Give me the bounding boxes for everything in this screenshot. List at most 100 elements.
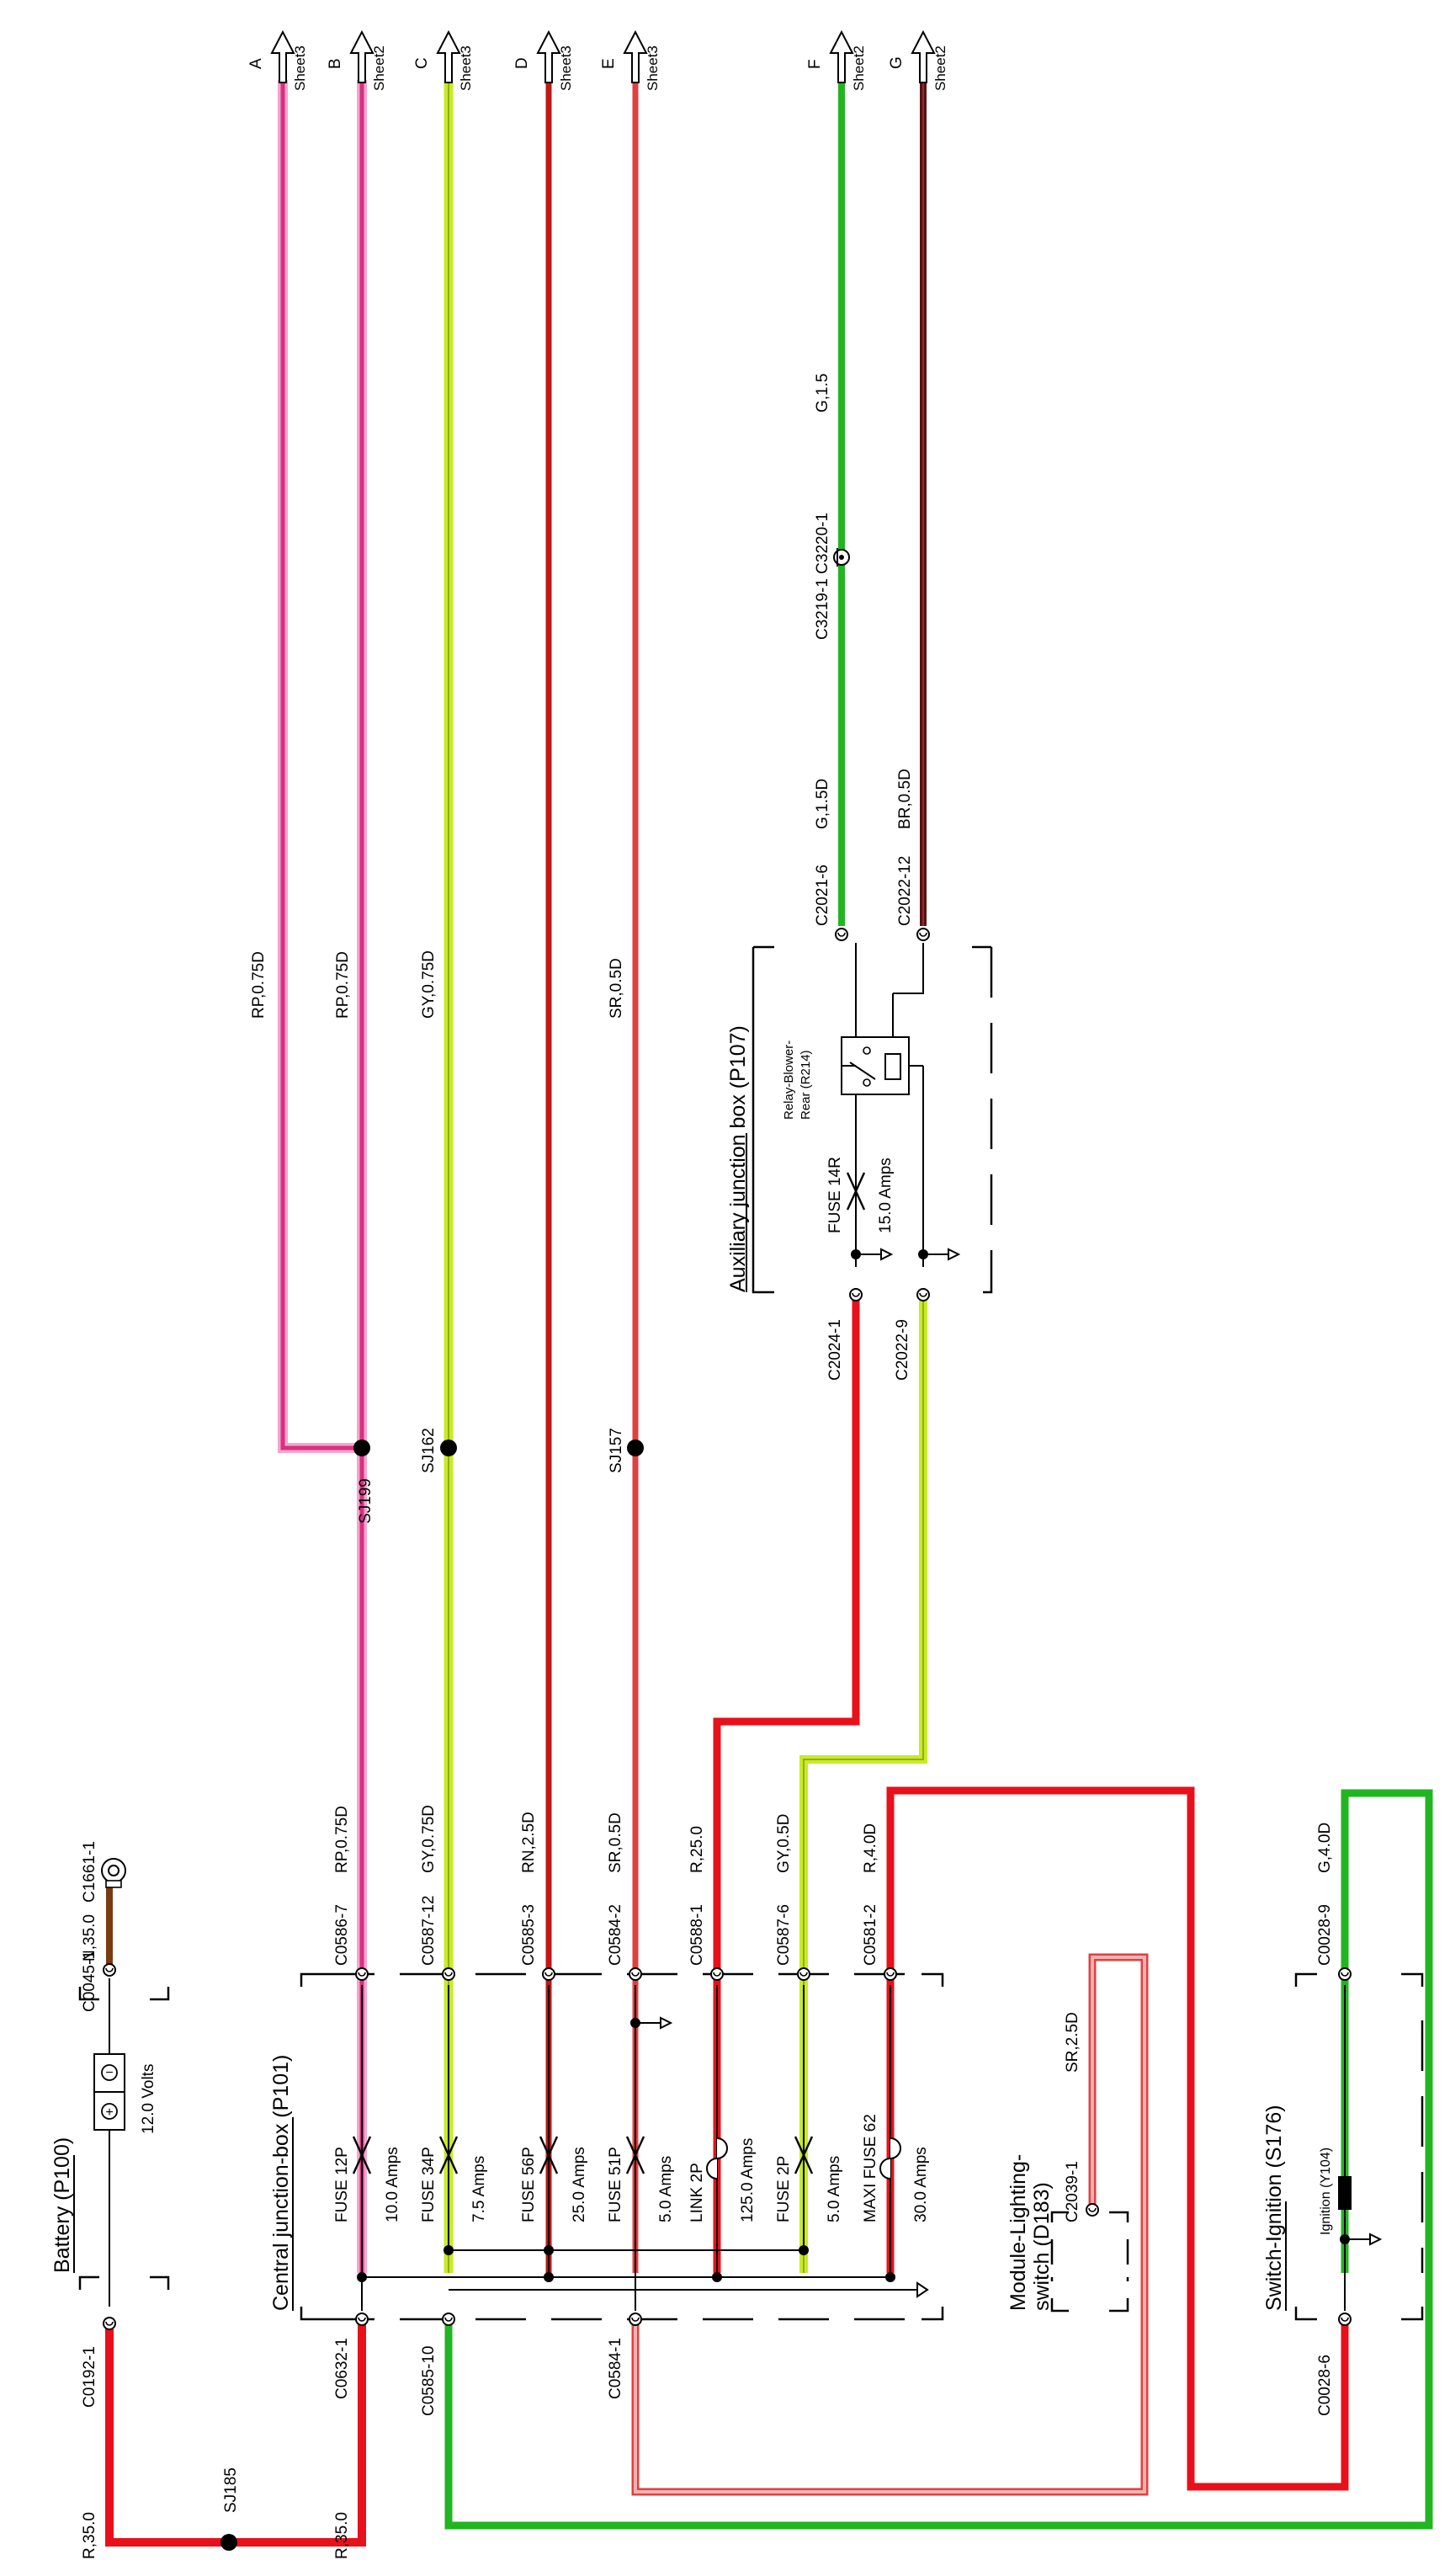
inline-connector xyxy=(833,548,850,567)
top-wire-labels: RP,0.75D RP,0.75D GY,0.75D SR,0.5D G,1.5… xyxy=(250,374,914,1019)
switch-c0028-9: C0028-9 xyxy=(1316,1904,1334,1966)
module-wire: SR,2.5D xyxy=(1064,2012,1081,2073)
offsheet-f-sheet: Sheet2 xyxy=(851,45,867,91)
battery-title: Battery (P100) xyxy=(50,2137,74,2273)
wire-label-g15d: G,1.5D xyxy=(814,779,831,829)
cjb-conn-c0586-7: C0586-7 xyxy=(333,1904,351,1966)
cjb-c0632: C0632-1 xyxy=(333,2338,351,2399)
module-title-2: switch (D183) xyxy=(1030,2182,1054,2311)
splice-sj185 xyxy=(220,2534,237,2551)
battery-volts: 12.0 Volts xyxy=(140,2064,157,2134)
switch-ign: Ignition (Y104) xyxy=(1319,2148,1333,2235)
cjb-maxi-fuse-62-amps: 30.0 Amps xyxy=(912,2147,930,2222)
offsheet-e-sheet: Sheet3 xyxy=(645,45,661,91)
cjb-conn-c0585-3: C0585-3 xyxy=(520,1904,538,1966)
offsheet-g-letter: G xyxy=(888,56,906,69)
aux-relay-line2: Rear (R214) xyxy=(799,1050,813,1120)
battery: Battery (P100) + − 12.0 Volts C0192-1 C0… xyxy=(50,1841,170,2559)
cjb-fuse-34p-amps: 7.5 Amps xyxy=(470,2156,488,2222)
splice-label-sj185: SJ185 xyxy=(222,2467,240,2513)
ignition-switch: Switch-Ignition (S176) Ignition (Y104) C… xyxy=(1262,1823,1424,2416)
offsheet-g-sheet: Sheet2 xyxy=(932,45,948,91)
cjb-fuse-56p-amps: 25.0 Amps xyxy=(571,2147,588,2222)
cjb-fuse-12p-amps: 10.0 Amps xyxy=(384,2147,401,2222)
splice-label-sj157: SJ157 xyxy=(608,1428,625,1473)
cjb-wire-gy: GY,0.75D xyxy=(420,1805,438,1873)
cjb-c0584-1: C0584-1 xyxy=(607,2338,624,2399)
aux-c2024-1: C2024-1 xyxy=(826,1319,844,1381)
cjb-link-2p: LINK 2P xyxy=(688,2163,706,2222)
splice-sj157 xyxy=(627,1440,644,1456)
wire-label-gy: GY,0.75D xyxy=(420,950,438,1019)
cjb-maxi-fuse-62: MAXI FUSE 62 xyxy=(862,2114,879,2222)
cjb-c0585-10: C0585-10 xyxy=(420,2346,438,2416)
offsheet-refs: A Sheet3 B Sheet2 C Sheet3 D Sheet3 E Sh… xyxy=(247,31,948,91)
cjb-fuse-51p: FUSE 51P xyxy=(607,2147,624,2222)
switch-wire: G,4.0D xyxy=(1316,1823,1334,1873)
offsheet-d-sheet: Sheet3 xyxy=(558,45,574,91)
cjb-wire-r35: R,35.0 xyxy=(333,2512,351,2559)
module-title-1: Module-Lighting- xyxy=(1007,2154,1030,2311)
aux-c2022-12: C2022-12 xyxy=(896,856,914,926)
aux-fuse-amps: 15.0 Amps xyxy=(877,1158,895,1233)
cjb-wire-sr: SR,0.5D xyxy=(607,1812,624,1873)
offsheet-c-sheet: Sheet3 xyxy=(458,45,474,91)
cjb-conn-c0588-1: C0588-1 xyxy=(688,1904,706,1966)
splice-sj162 xyxy=(440,1440,457,1456)
central-junction-box: Central junction-box (P101) xyxy=(269,1805,944,2559)
splice-label-sj162: SJ162 xyxy=(420,1428,438,1473)
wire-r4 xyxy=(886,1786,1349,2491)
wire-label-rp-a: RP,0.75D xyxy=(250,951,268,1019)
cjb-conn-c0584-2: C0584-2 xyxy=(607,1904,624,1966)
wire-r25 xyxy=(713,1292,860,2273)
wire-label-br: BR,0.5D xyxy=(896,769,914,829)
cjb-fuse-56p: FUSE 56P xyxy=(520,2147,538,2222)
module-lighting-switch: Module-Lighting- switch (D183) C2039-1 S… xyxy=(1007,2012,1129,2313)
battery-c0192: C0192-1 xyxy=(81,2346,98,2408)
wires xyxy=(105,80,1433,2547)
splice-sj199 xyxy=(353,1440,370,1456)
cjb-wire-rp: RP,0.75D xyxy=(333,1806,351,1873)
splices: SJ199 SJ162 SJ157 SJ185 xyxy=(220,1428,644,2551)
cjb-fuse-12p: FUSE 12P xyxy=(333,2147,351,2222)
cjb-title: Central junction-box (P101) xyxy=(269,2055,293,2311)
cjb-fuse-34p: FUSE 34P xyxy=(420,2147,438,2222)
offsheet-b-sheet: Sheet2 xyxy=(371,45,387,91)
aux-c2021-6: C2021-6 xyxy=(814,865,831,926)
battery-wire-r35: R,35.0 xyxy=(81,2512,98,2559)
svg-text:−: − xyxy=(105,2066,113,2080)
module-conn: C2039-1 xyxy=(1064,2161,1081,2222)
cjb-wire-r25: R,25.0 xyxy=(688,1826,706,1873)
cjb-link-2p-amps: 125.0 Amps xyxy=(739,2138,757,2222)
battery-wire-n: N,35.0 xyxy=(81,1914,98,1961)
splice-label-sj199: SJ199 xyxy=(357,1478,374,1524)
wire-g4 xyxy=(444,1789,1433,2530)
battery-c1661: C1661-1 xyxy=(81,1841,98,1903)
wire-label-rp-b: RP,0.75D xyxy=(334,951,352,1019)
wire-a-pink xyxy=(278,80,362,1453)
offsheet-f-letter: F xyxy=(806,59,824,69)
offsheet-b-letter: B xyxy=(327,58,344,69)
cjb-wire-rn: RN,2.5D xyxy=(520,1812,538,1873)
wire-label-g15: G,1.5 xyxy=(814,374,831,412)
wire-label-inline-conn: C3219-1 C3220-1 xyxy=(814,513,831,640)
offsheet-d-letter: D xyxy=(513,57,531,69)
cjb-fuse-2p: FUSE 2P xyxy=(775,2156,793,2222)
cjb-fuse-51p-amps: 5.0 Amps xyxy=(657,2156,675,2222)
cjb-conn-c0587-6: C0587-6 xyxy=(775,1904,793,1966)
switch-c0028-6: C0028-6 xyxy=(1316,2355,1334,2416)
cjb-conn-c0581-2: C0581-2 xyxy=(862,1904,879,1966)
aux-relay-line1: Relay-Blower- xyxy=(782,1041,796,1120)
offsheet-a-letter: A xyxy=(247,58,265,69)
aux-junction-box: Auxiliary junction box (P107) FUSE 14R 1… xyxy=(726,856,993,1381)
cjb-fuse-2p-amps: 5.0 Amps xyxy=(826,2156,843,2222)
switch-title: Switch-Ignition (S176) xyxy=(1262,2105,1286,2311)
wire-label-sr: SR,0.5D xyxy=(608,958,625,1019)
offsheet-e-letter: E xyxy=(600,58,618,69)
offsheet-c-letter: C xyxy=(413,57,431,69)
cjb-wire-r4: R,4.0D xyxy=(862,1823,879,1873)
battery-c0045: C0045-1 xyxy=(81,1951,98,2012)
offsheet-a-sheet: Sheet3 xyxy=(292,45,308,91)
aux-fuse-label: FUSE 14R xyxy=(826,1157,844,1233)
cjb-wire-gy05: GY,0.5D xyxy=(775,1814,793,1873)
